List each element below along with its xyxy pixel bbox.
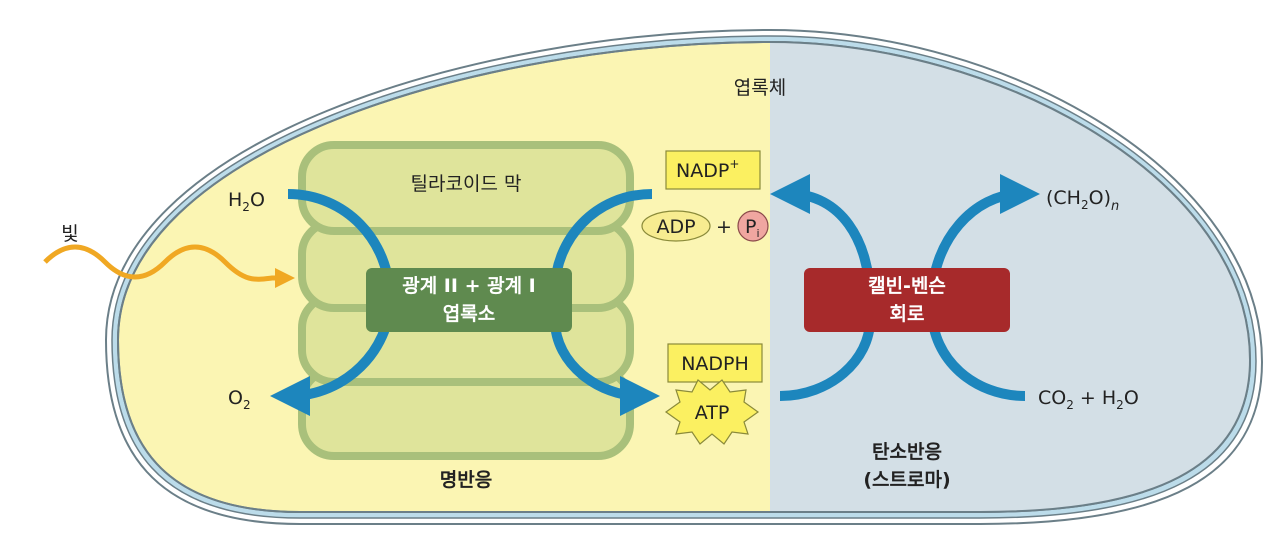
nadph-box: [667, 343, 763, 383]
adp-ellipse: [641, 210, 711, 242]
photosystem-box: [366, 268, 572, 332]
atp-starburst: [664, 379, 760, 445]
photosystem-label: 광계 II + 광계 I: [402, 275, 536, 297]
pi-label: Pi: [745, 216, 760, 240]
thylakoid-membrane-label: 틸라코이드 막: [411, 173, 522, 195]
o2-label: O2: [228, 387, 251, 412]
carbohydrate-label: (CH2O)n: [1046, 187, 1119, 214]
electron-arrow-bottom: [550, 319, 660, 416]
calvin-cycle-box: [804, 268, 1010, 332]
atp-label: ATP: [695, 402, 730, 424]
nadp-plus-box: [665, 150, 761, 190]
stroma-label: (스트로마): [863, 469, 950, 491]
nadp-plus-label: NADP+: [676, 157, 739, 182]
calvin-label: 캘빈-벤슨: [868, 275, 946, 297]
nadph-label: NADPH: [681, 353, 749, 375]
cycle-label: 회로: [890, 303, 925, 325]
plus-sign: +: [716, 216, 732, 238]
co2-h2o-label: CO2 + H2O: [1038, 387, 1139, 412]
chloroplast-title: 엽록체: [734, 77, 786, 99]
atp-input-arrow: [779, 319, 875, 401]
light-wave: [43, 244, 295, 288]
carbon-reaction-label: 탄소반응: [872, 441, 942, 463]
adp-label: ADP: [656, 216, 695, 238]
thylakoid-disc: [298, 141, 634, 235]
pi-circle: [737, 210, 769, 242]
light-reaction-label: 명반응: [440, 469, 492, 491]
chlorophyll-label: 엽록소: [443, 303, 495, 325]
h2o-label: H2O: [228, 189, 265, 214]
light-label: 빛: [61, 223, 78, 245]
